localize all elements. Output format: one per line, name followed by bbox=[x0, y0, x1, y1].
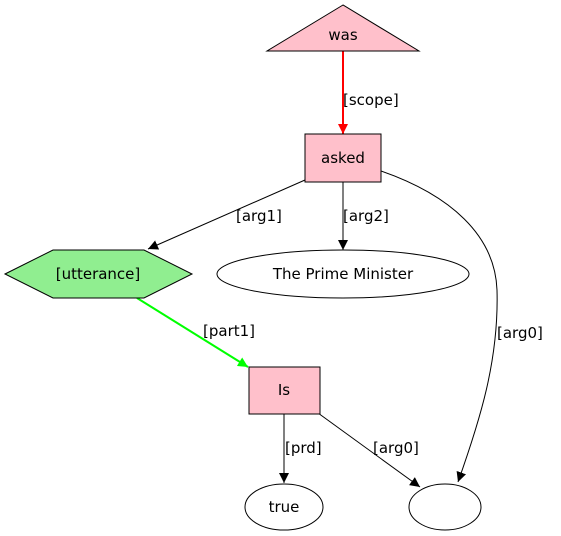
edge-asked-utterance-line bbox=[147, 179, 306, 250]
node-was-label: was bbox=[328, 26, 357, 44]
node-utterance: [utterance] bbox=[3, 249, 194, 299]
node-asked-label: asked bbox=[321, 149, 365, 167]
edge-asked-pm: [arg2] bbox=[338, 182, 389, 250]
node-true-shape bbox=[244, 483, 324, 531]
node-true: true bbox=[244, 483, 324, 531]
node-was-shape bbox=[265, 4, 421, 52]
edge-is-true: [prd] bbox=[279, 414, 322, 483]
node-prime-minister-shape bbox=[216, 249, 470, 299]
edge-is-empty-line bbox=[317, 412, 421, 488]
node-is: Is bbox=[248, 366, 321, 415]
edge-is-empty: [arg0] bbox=[317, 412, 421, 488]
edge-utterance-is-label: [part1] bbox=[203, 322, 255, 340]
node-utterance-shape bbox=[3, 249, 194, 299]
edge-utterance-is-line bbox=[136, 297, 249, 368]
node-true-label: true bbox=[269, 498, 300, 516]
edge-asked-utterance: [arg1] bbox=[147, 179, 306, 250]
node-prime-minister: The Prime Minister bbox=[216, 249, 470, 299]
edge-asked-pm-label: [arg2] bbox=[343, 207, 389, 225]
node-was: was bbox=[265, 4, 421, 52]
node-is-label: Is bbox=[278, 381, 290, 399]
edge-asked-empty: [arg0] bbox=[380, 170, 543, 483]
edge-is-empty-label: [arg0] bbox=[373, 439, 419, 457]
edge-asked-empty-label: [arg0] bbox=[497, 324, 543, 342]
node-utterance-label: [utterance] bbox=[56, 265, 141, 283]
node-prime-minister-label: The Prime Minister bbox=[272, 265, 414, 283]
node-empty-shape bbox=[408, 483, 482, 531]
edge-utterance-is: [part1] bbox=[136, 297, 255, 368]
node-is-shape bbox=[248, 366, 321, 415]
edge-asked-utterance-label: [arg1] bbox=[236, 207, 282, 225]
edge-was-asked: [scope] bbox=[338, 51, 399, 134]
node-empty bbox=[408, 483, 482, 531]
node-asked-shape bbox=[304, 133, 382, 183]
edge-was-asked-label: [scope] bbox=[343, 91, 399, 109]
node-asked: asked bbox=[304, 133, 382, 183]
edge-is-true-label: [prd] bbox=[285, 439, 322, 457]
edge-asked-empty-line bbox=[380, 170, 498, 483]
